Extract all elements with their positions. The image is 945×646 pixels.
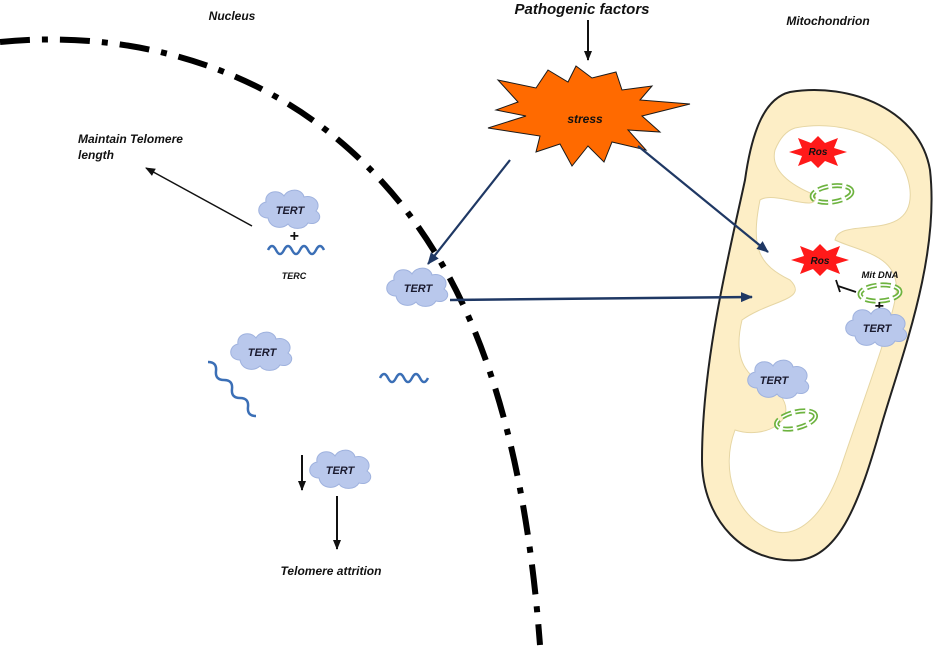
tert-label-6: TERT xyxy=(760,375,790,387)
tert-label-5: TERT xyxy=(863,323,893,335)
stress-burst xyxy=(487,65,691,167)
terc-rna-wave xyxy=(266,244,326,256)
mitochondrion-matrix xyxy=(728,125,911,533)
tert-label-3: TERT xyxy=(248,347,278,359)
stress-to-mito-arrow xyxy=(637,145,769,253)
tert-label-1: TERT xyxy=(276,205,306,217)
nuclear-envelope xyxy=(0,36,543,646)
terc-label: TERC xyxy=(282,271,307,281)
stress-to-tert-arrow xyxy=(427,159,511,265)
plus-sign-1: + xyxy=(289,228,298,245)
telomere-attrition-label: Telomere attrition xyxy=(281,564,382,578)
rna-wave-right xyxy=(378,372,430,384)
mit-dna-label: Mit DNA xyxy=(862,270,899,281)
tert-to-mito-arrow xyxy=(449,292,753,303)
maintain-arrow xyxy=(145,167,253,227)
rna-wave-diagonal xyxy=(207,360,257,418)
mitochondrion-label: Mitochondrion xyxy=(786,14,869,28)
plus-sign-2: + xyxy=(874,298,883,315)
tert-label-2: TERT xyxy=(404,283,434,295)
stress-label: stress xyxy=(567,112,603,126)
inhibition-symbol xyxy=(835,279,857,293)
ros-label-2: Ros xyxy=(811,256,830,267)
maintain-telomere-label-1: Maintain Telomere xyxy=(78,132,183,146)
ros-star-1 xyxy=(789,136,847,168)
nucleus-label: Nucleus xyxy=(209,9,256,23)
pathogenic-factors-label: Pathogenic factors xyxy=(514,1,649,18)
ros-label-1: Ros xyxy=(809,147,828,158)
maintain-telomere-label-2: length xyxy=(78,148,114,162)
ros-star-2 xyxy=(791,244,849,276)
tert-label-4: TERT xyxy=(326,465,356,477)
